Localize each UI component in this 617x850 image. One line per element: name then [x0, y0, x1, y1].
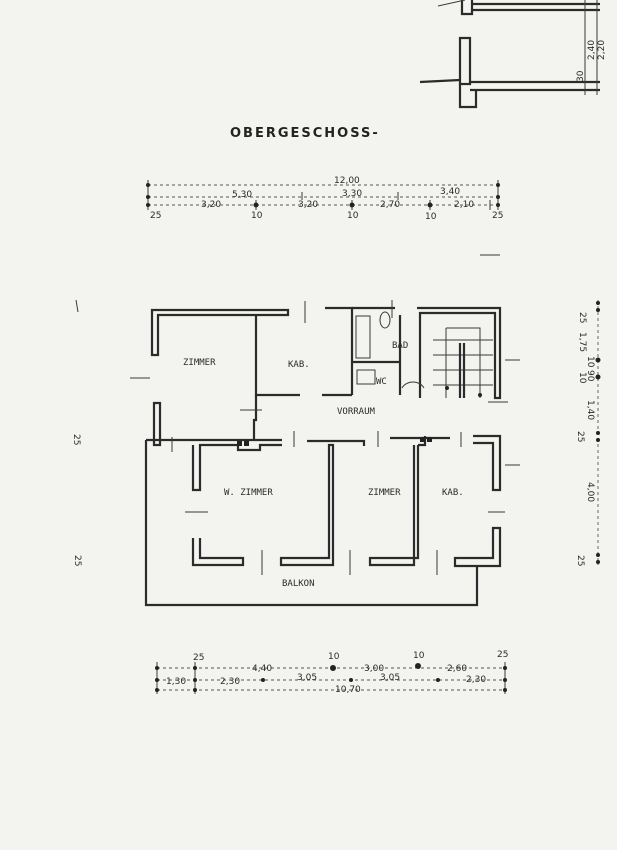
dim-top-total: 12,00 — [334, 176, 360, 186]
room-label-balkon: BALKON — [282, 579, 315, 589]
room-label-zimmer-left: ZIMMER — [183, 358, 216, 368]
room-label-vorraum: VORRAUM — [337, 407, 376, 417]
dim-top-w2: 10 — [251, 211, 263, 221]
section-detail — [419, 0, 600, 109]
dim-bottom-w4: 25 — [497, 650, 508, 660]
left-mark-0: 25 — [71, 434, 81, 445]
dim-top-c: 3,40 — [440, 187, 460, 197]
dim-top-d4: 2,10 — [454, 200, 474, 210]
room-label-zimmer-right: ZIMMER — [368, 488, 401, 498]
dim-right-5: 1,40 — [585, 400, 595, 420]
dim-bottom-e3: 3,05 — [297, 673, 317, 683]
dim-right-8: 25 — [575, 555, 585, 566]
dim-right-0: 25 — [577, 312, 587, 323]
room-label-bad: BAD — [392, 341, 408, 351]
left-margin-tick — [75, 299, 79, 313]
room-label-wc: WC — [376, 377, 387, 387]
top-dimension-lines — [146, 180, 500, 210]
section-dim-h1: 2,40 — [587, 40, 597, 60]
dim-top-w5: 25 — [492, 211, 503, 221]
dim-bottom-w1: 25 — [193, 653, 204, 663]
dim-bottom-e2: 2,30 — [220, 677, 240, 687]
dim-bottom-c: 2,60 — [447, 664, 467, 674]
room-label-kab-top: KAB. — [288, 360, 310, 370]
bottom-dimension-lines — [155, 662, 507, 694]
dim-top-w4: 10 — [425, 212, 437, 222]
dim-bottom-a: 4,40 — [252, 664, 272, 674]
dim-bottom-e1: 1,30 — [166, 677, 186, 687]
dim-bottom-w3: 10 — [413, 651, 425, 661]
dim-right-4: 10 — [577, 372, 587, 384]
room-label-wohnzimmer: W. ZIMMER — [224, 488, 273, 498]
dim-right-6: 25 — [575, 431, 585, 442]
plan-title: OBERGESCHOSS- — [230, 126, 380, 141]
section-dim-h2: 2,20 — [597, 40, 607, 60]
dim-right-2: 10 — [585, 356, 595, 368]
dim-top-d3: 2,70 — [380, 200, 400, 210]
dim-top-d2: 3,20 — [298, 200, 318, 210]
dim-bottom-b: 3,00 — [364, 664, 384, 674]
dim-top-a: 5,30 — [232, 190, 252, 200]
dim-right-3: 90 — [585, 370, 595, 382]
dim-bottom-w2: 10 — [328, 652, 340, 662]
dim-top-w1: 25 — [150, 211, 161, 221]
section-dim-slab: 30 — [576, 70, 586, 82]
dim-top-b: 3,30 — [342, 189, 362, 199]
dim-right-1: 1,75 — [577, 332, 587, 352]
dim-bottom-e4: 3,05 — [380, 673, 400, 683]
walls — [130, 254, 520, 607]
dim-top-d1: 3,20 — [201, 200, 221, 210]
room-label-kab-right: KAB. — [442, 488, 464, 498]
dim-bottom-total: 10,70 — [335, 685, 361, 695]
dim-bottom-e5: 2,30 — [466, 675, 486, 685]
dim-top-w3: 10 — [347, 211, 359, 221]
dim-right-7: 4,00 — [585, 482, 595, 502]
left-mark-1: 25 — [72, 555, 82, 566]
right-dimension-line — [595, 300, 601, 565]
